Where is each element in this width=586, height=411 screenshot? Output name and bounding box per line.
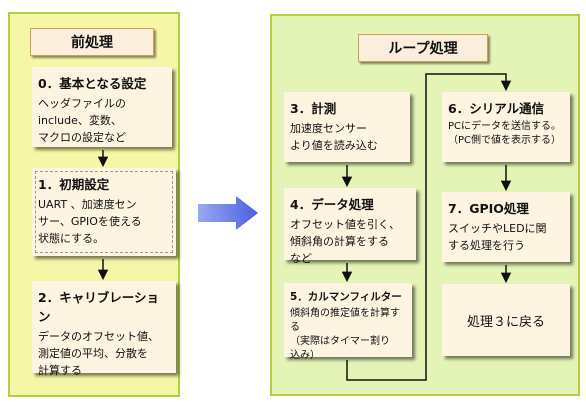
arrow-5-to-6 (346, 73, 512, 381)
step-4-data-processing: 4．データ処理 オフセット値を引く、 傾斜角の計算をする など (284, 188, 416, 265)
loop-processing-title: ループ処理 (358, 34, 488, 62)
step-4-title: 4．データ処理 (290, 197, 374, 212)
step-5-kalman-filter: 5．カルマンフィルター 傾斜角の推定値を計算する （実際はタイマー割り 込み） (284, 283, 412, 361)
step-7-gpio-processing: 7．GPIO処理 スイッチやLEDに関 する処理を行う (442, 192, 570, 262)
step-1-title: 1．初期設定 (38, 177, 110, 192)
step-3-title: 3．計測 (290, 101, 337, 116)
step-0-body: ヘッダファイルの include、変数、 マクロの設定など (38, 97, 126, 144)
step-2-title: 2．キャリブレーション (38, 290, 159, 324)
step-6-serial-communication: 6．シリアル通信 PCにデータを送信する。 （PC側で値を表示する） (442, 92, 570, 162)
step-2-body: データのオフセット値、 測定値の平均、分散を 計算する (38, 330, 159, 377)
step-4-body: オフセット値を引く、 傾斜角の計算をする など (290, 218, 400, 265)
step-3-measurement: 3．計測 加速度センサー より値を読み込む (284, 92, 410, 162)
step-5-title: 5．カルマンフィルター (290, 291, 402, 303)
step-6-body: PCにデータを送信する。 （PC側で値を表示する） (448, 121, 562, 146)
step-1-initialization: 1．初期設定 UART 、加速度セン サー、GPIOを使える 状態にする。 (32, 168, 176, 256)
step-0-title: 0．基本となる設定 (38, 76, 147, 91)
step-7-body: スイッチやLEDに関 する処理を行う (448, 222, 547, 252)
step-7-title: 7．GPIO処理 (448, 201, 529, 216)
big-transition-arrow (198, 196, 258, 230)
step-6-title: 6．シリアル通信 (448, 101, 545, 116)
step-1-body: UART 、加速度セン サー、GPIOを使える 状態にする。 (38, 198, 142, 245)
step-3-body: 加速度センサー より値を読み込む (290, 122, 378, 152)
preprocessing-title: 前処理 (30, 28, 154, 56)
step-5-body: 傾斜角の推定値を計算する （実際はタイマー割り 込み） (290, 308, 400, 361)
step-0-basic-settings: 0．基本となる設定 ヘッダファイルの include、変数、 マクロの設定など (32, 67, 172, 147)
step-2-calibration: 2．キャリブレーション データのオフセット値、 測定値の平均、分散を 計算する (32, 281, 176, 377)
step-return-label: 処理３に戻る (466, 314, 545, 330)
step-return-to-3: 処理３に戻る (442, 284, 570, 356)
